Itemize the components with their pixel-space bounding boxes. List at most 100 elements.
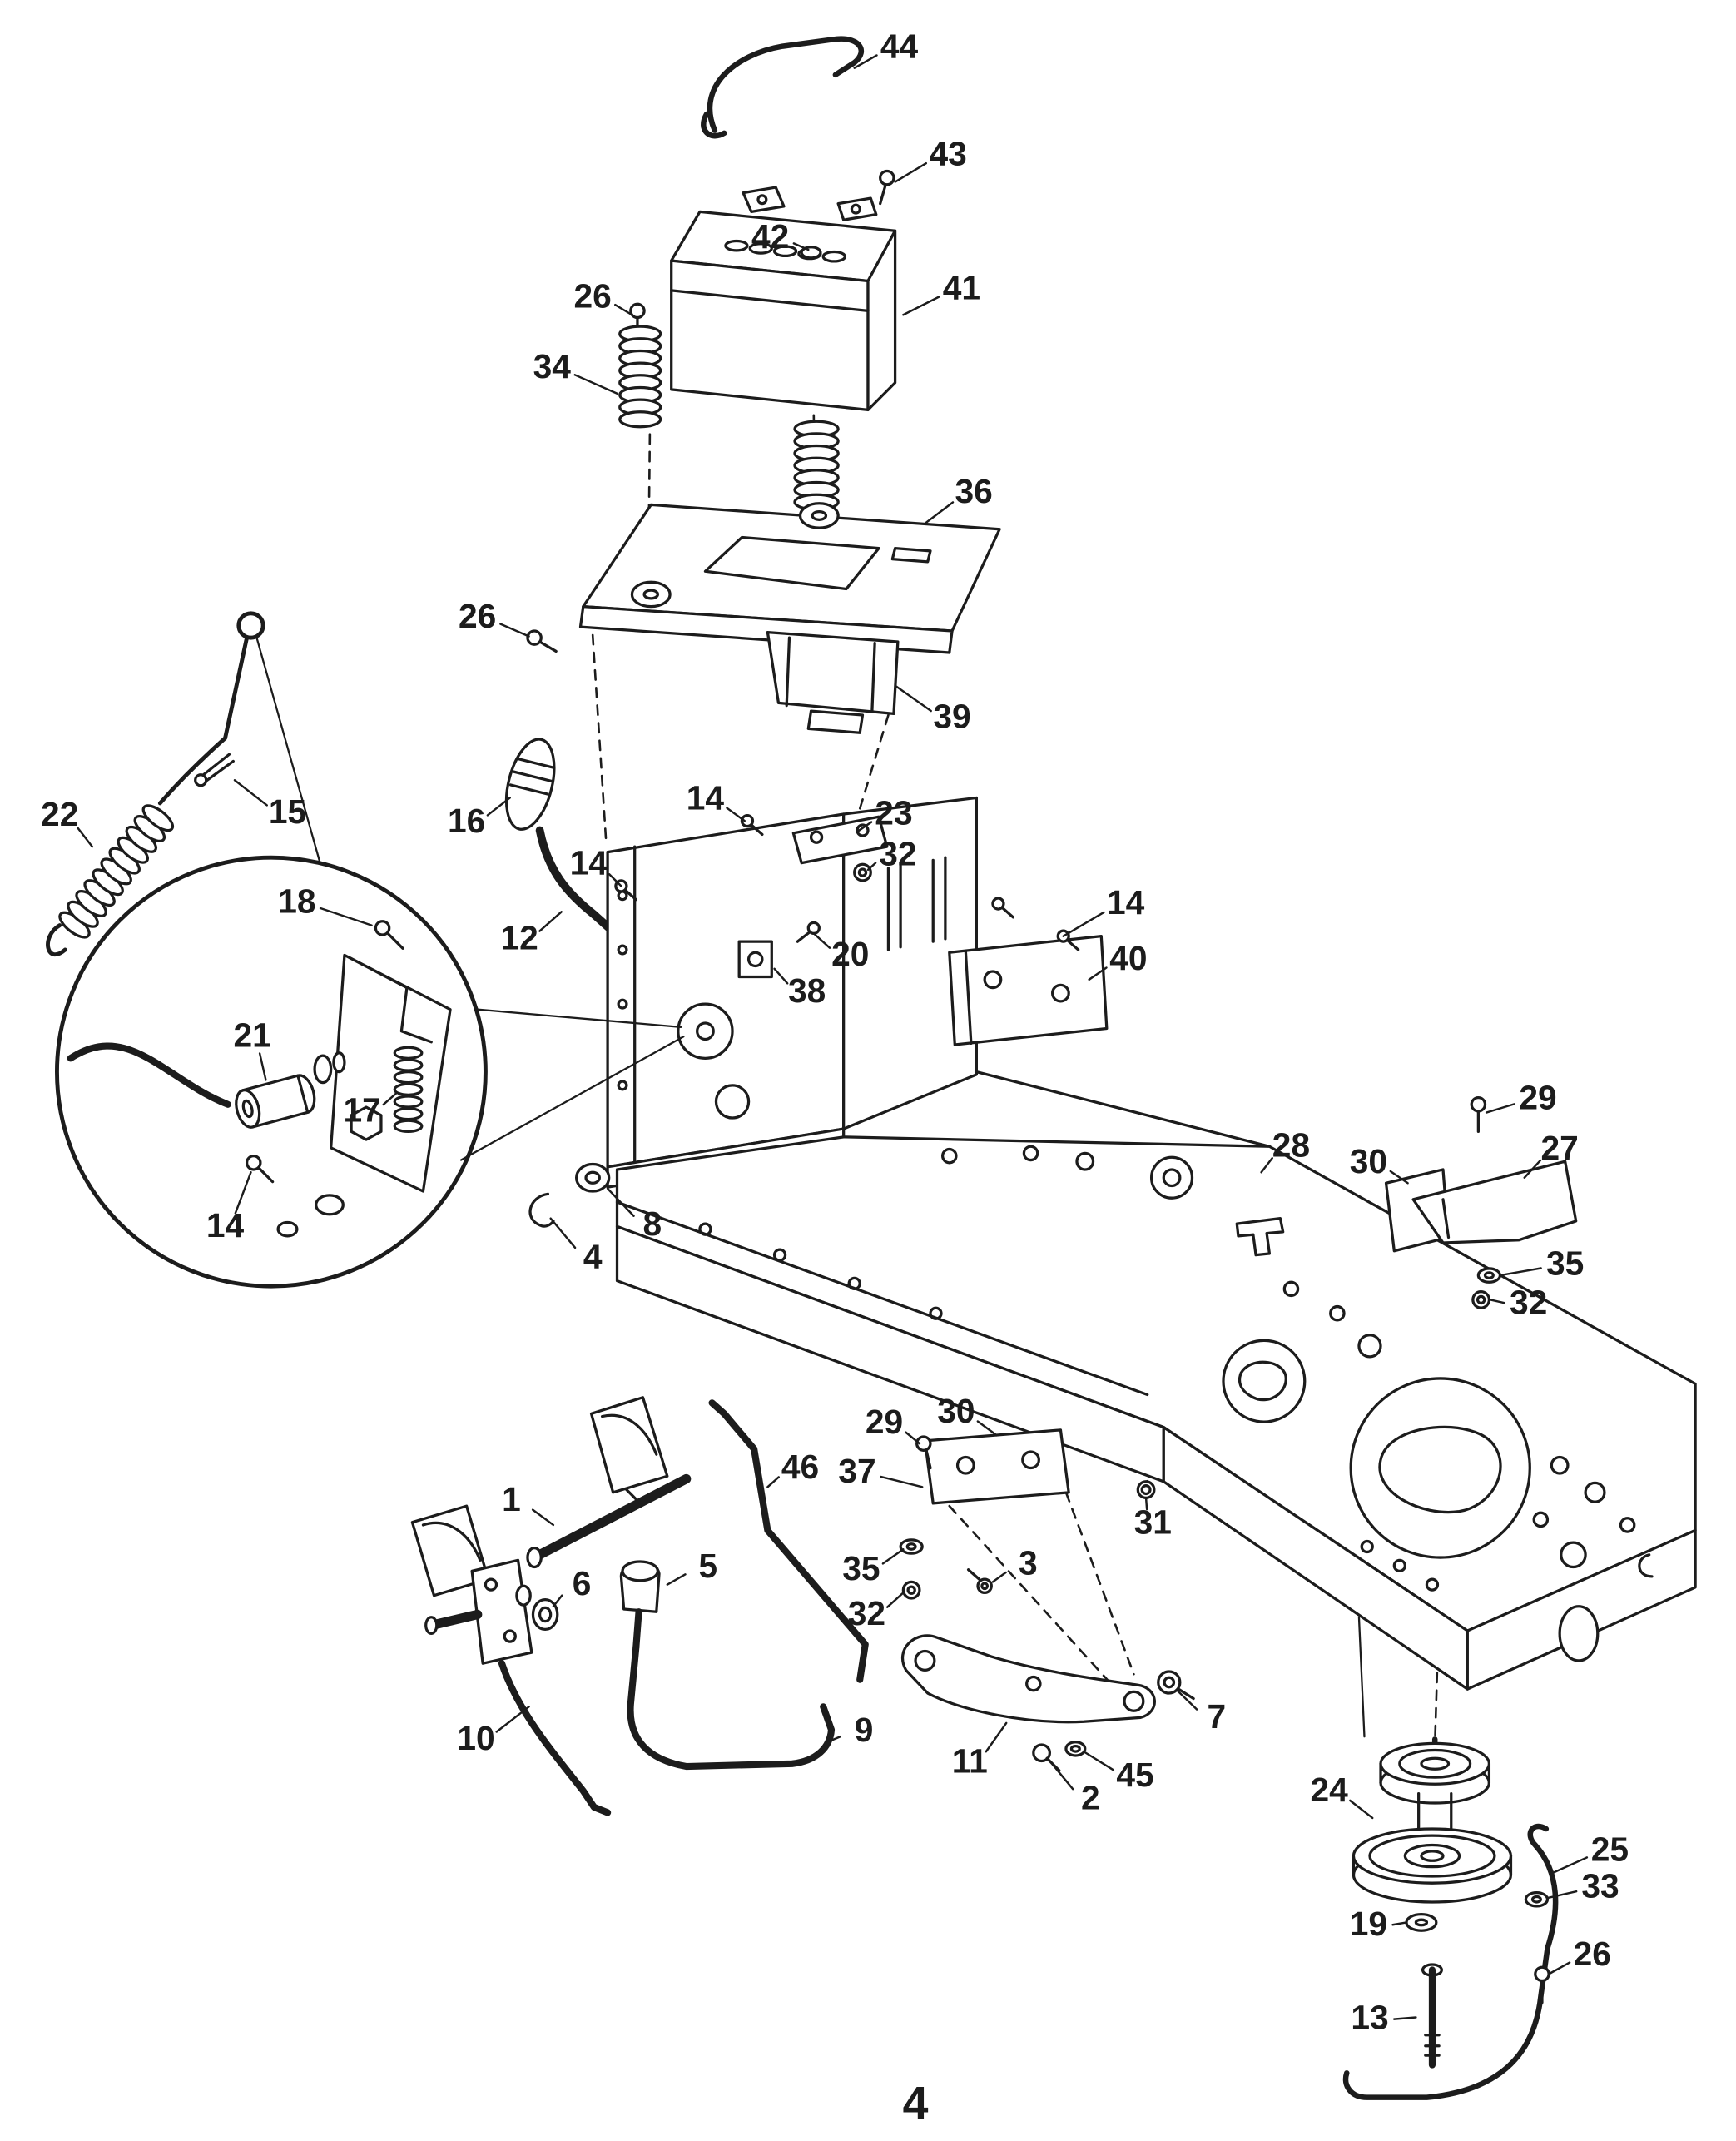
callout-label: 7 (1208, 1697, 1227, 1736)
callout-leader-line (905, 1431, 921, 1445)
callout-leader-line (614, 303, 633, 316)
callout-label: 40 (1109, 939, 1147, 977)
callout-leader-line (866, 862, 877, 872)
callout-leader-line (792, 242, 810, 251)
callout-leader-line (726, 807, 746, 822)
callout-leader-line (766, 1476, 780, 1488)
callout-label: 26 (1574, 1935, 1611, 1973)
callout-leader-line (1499, 1267, 1542, 1277)
callout-label: 35 (842, 1549, 880, 1587)
callout-leader-line (233, 779, 269, 807)
callout-leader-line (1553, 1856, 1589, 1874)
callout-leader-line (1088, 966, 1108, 981)
pedal-assembly-drawing (410, 1396, 869, 1816)
callout-label: 43 (929, 134, 966, 172)
callout-label: 14 (206, 1206, 245, 1244)
callout-leader-line (925, 501, 955, 524)
callout-leader-line (319, 907, 373, 926)
callout-leader-line (608, 873, 622, 887)
callout-leader-line (880, 1475, 924, 1488)
callout-label: 32 (879, 834, 916, 872)
detail-circle-drawing (55, 855, 685, 1289)
callout-label: 23 (875, 793, 912, 832)
callout-leader-line (1546, 1890, 1578, 1900)
frame-drawing (615, 1135, 1697, 1691)
callout-label: 26 (459, 597, 496, 635)
callout-label: 35 (1546, 1244, 1584, 1282)
callout-leader-line (991, 1571, 1007, 1583)
callout-label: 24 (1310, 1771, 1348, 1809)
callout-leader-line (1082, 1750, 1115, 1771)
callout-label: 46 (781, 1448, 819, 1486)
callout-leader-line (895, 685, 932, 713)
callout-leader-line (826, 1735, 841, 1743)
callout-leader-line (1260, 1157, 1273, 1174)
callout-label: 42 (751, 217, 789, 256)
callout-label: 32 (1510, 1284, 1547, 1322)
mid-bracket-drawing (899, 1428, 1156, 1600)
callout-leader-line (1523, 1159, 1542, 1179)
callout-label: 30 (1350, 1142, 1387, 1180)
callout-label: 44 (880, 27, 919, 66)
callout-leader-line (1049, 1760, 1074, 1791)
right-bracket-drawing (1384, 1095, 1578, 1309)
callout-leader-line (573, 374, 618, 395)
callout-label: 18 (278, 882, 315, 920)
callout-leader-line (1389, 1170, 1409, 1185)
callout-label: 37 (838, 1452, 875, 1490)
belt-guide-rod-drawing (1342, 1823, 1559, 2100)
callout-leader-line (382, 1092, 398, 1106)
callout-label: 32 (848, 1594, 885, 1632)
callout-leader-line (499, 623, 530, 638)
callout-leader-line (1547, 1961, 1571, 1975)
callout-leader-line (1176, 1689, 1198, 1711)
callout-label: 30 (937, 1392, 975, 1430)
callout-leader-line (885, 1592, 905, 1608)
callout-label: 38 (788, 971, 826, 1010)
pulley-stack-drawing (1352, 1616, 1513, 2069)
callout-leader-line (1393, 2016, 1417, 2020)
callout-label: 25 (1591, 1830, 1629, 1868)
seat-support-plate-drawing (526, 502, 1001, 734)
callout-leader-line (853, 54, 878, 69)
page-number: 4 (903, 2078, 929, 2129)
callout-label: 14 (570, 844, 608, 882)
callout-leader-line (812, 932, 831, 949)
callout-leader-line (538, 911, 563, 932)
callout-leader-line (666, 1573, 687, 1586)
frame-tower-panel-drawing (606, 796, 1272, 1189)
callout-leader-line (1144, 1497, 1148, 1511)
callout-leader-line (976, 1420, 999, 1437)
callout-label: 15 (269, 792, 306, 831)
callout-label: 29 (1519, 1079, 1556, 1117)
callout-label: 8 (643, 1205, 662, 1243)
callout-leader-line (495, 1706, 530, 1733)
callout-leader-line (1349, 1799, 1374, 1820)
battery-hold-down-wire-drawing (701, 36, 865, 139)
callout-label: 14 (1107, 883, 1145, 921)
bushing-and-clip-drawing (528, 1162, 611, 1228)
callout-leader-line (77, 827, 94, 848)
callout-leader-line (552, 1594, 563, 1607)
callout-label: 29 (866, 1403, 903, 1441)
callout-leader-line (1391, 1921, 1408, 1926)
callout-leader-line (881, 1548, 905, 1565)
callout-leader-line (486, 797, 511, 817)
callout-leader-line (902, 296, 940, 316)
callout-label: 27 (1540, 1129, 1578, 1167)
callout-label: 5 (698, 1547, 717, 1585)
callout-label: 31 (1134, 1503, 1172, 1542)
callout-label: 33 (1581, 1866, 1619, 1905)
callout-label: 21 (233, 1016, 270, 1055)
callout-label: 11 (952, 1742, 988, 1781)
callout-label: 4 (583, 1237, 603, 1275)
callout-label: 22 (41, 795, 78, 833)
idler-arm-drawing (900, 1568, 1195, 1772)
callout-label: 17 (343, 1090, 380, 1129)
callout-leader-line (549, 1217, 577, 1249)
callout-label: 13 (1351, 1999, 1388, 2037)
callout-leader-line (1489, 1299, 1505, 1304)
callout-label: 26 (574, 276, 612, 315)
